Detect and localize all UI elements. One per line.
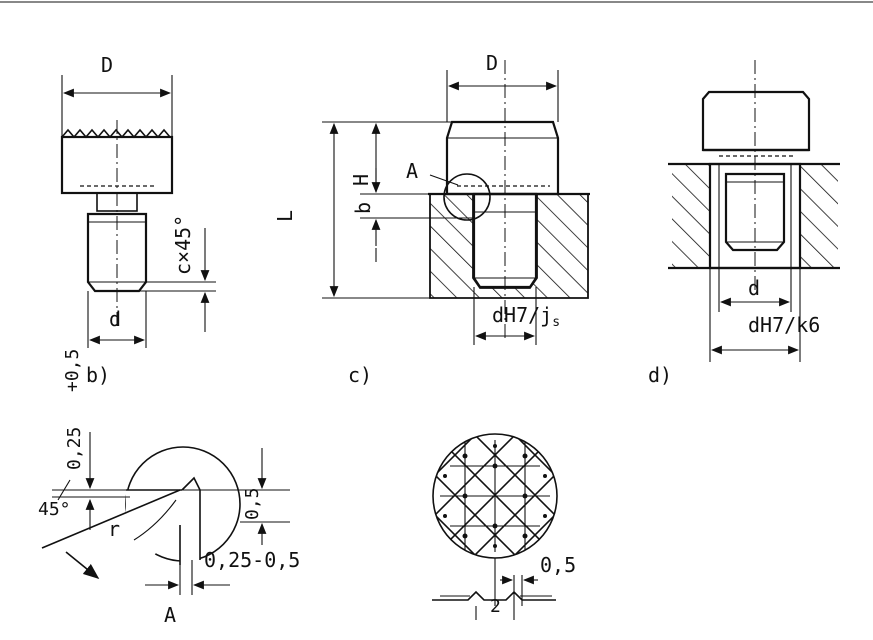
knurl-2-label: 2	[490, 596, 501, 617]
panel-d-drawing	[668, 60, 840, 362]
detail-A-025-label: 0,25	[64, 427, 85, 470]
detail-A-drawing	[41, 432, 290, 595]
panel-d-fit-label: dH7/k6	[748, 313, 820, 337]
panel-b-chamfer-label: c×45°	[171, 215, 195, 275]
panel-c-drawing	[322, 60, 590, 345]
detail-A-range-label: 0,25-0,5	[204, 548, 300, 572]
panel-c-b-label: b	[351, 202, 375, 214]
panel-c-H-label: H	[349, 174, 373, 186]
detail-A-45-label: 45°	[38, 499, 71, 520]
panel-c-caption: c)	[348, 363, 372, 387]
panel-b-tolerance: +0,5	[62, 349, 83, 392]
detail-A-05-label: 0,5	[242, 487, 263, 520]
detail-A-caption: A	[164, 603, 176, 627]
panel-b-D-label: D	[101, 53, 113, 77]
panel-b-drawing	[60, 75, 216, 348]
knurl-detail-drawing	[432, 433, 558, 620]
panel-c-fit-label: dH7/js	[492, 303, 560, 330]
panel-d-d-label: d	[748, 276, 760, 300]
panel-c-D-label: D	[486, 51, 498, 75]
panel-c-A-label: A	[406, 159, 418, 183]
panel-b-caption: b)	[86, 363, 110, 387]
panel-c-L-label: L	[273, 210, 297, 222]
panel-b-d-label: d	[109, 307, 121, 331]
knurl-05-label: 0,5	[540, 553, 576, 577]
panel-d-caption: d)	[648, 363, 672, 387]
detail-A-r-label: r	[108, 517, 120, 541]
